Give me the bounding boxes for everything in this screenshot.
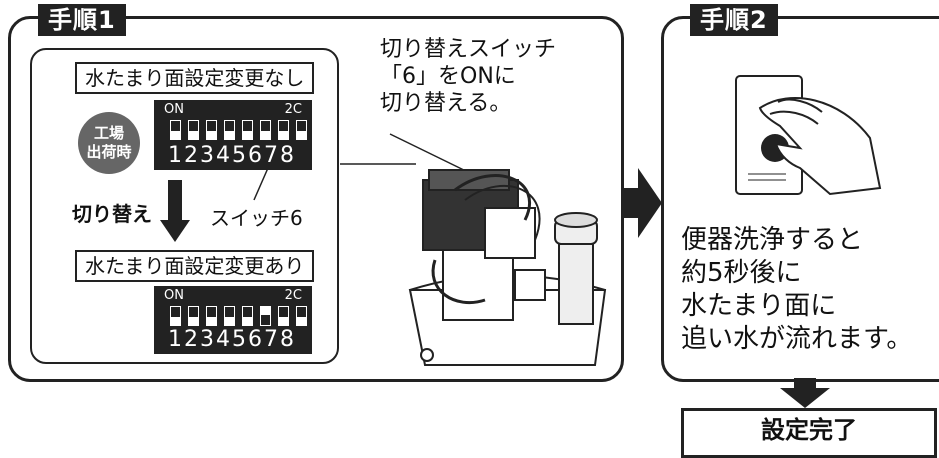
switch-8 [296,306,307,326]
dip-switch-after: ON 2C 12345678 [154,286,312,354]
completion-arrow-icon [780,378,830,408]
switch-8 [296,120,307,140]
switch-6-on [260,306,271,326]
remote-control-illustration [735,75,882,196]
step2-line-1: 便器洗浄すると [681,225,864,255]
setup-complete-box: 設定完了 [681,408,937,458]
dip-model-label: 2C [284,288,302,303]
down-arrow-icon [160,180,190,242]
switch-7 [278,306,289,326]
instruction-line-2: 「6」をONに [380,64,516,89]
step2-line-4: 追い水が流れます。 [681,324,913,354]
switch-3 [206,120,217,140]
callout-line [253,168,269,201]
switch-2 [188,306,199,326]
switch-1 [170,306,181,326]
switch6-callout: スイッチ6 [210,206,303,230]
switch-3 [206,306,217,326]
dip-numbers: 12345678 [168,327,296,352]
setup-complete-label: 設定完了 [761,416,857,444]
dip-switch-before: ON 2C 12345678 [154,100,312,170]
switch-5 [242,306,253,326]
instruction-line-1: 切り替えスイッチ [380,37,557,62]
switch-1 [170,120,181,140]
control-unit-illustration [408,169,607,366]
step1-tag: 手順1 [38,4,126,36]
switch-5 [242,120,253,140]
switch-4 [224,306,235,326]
dip-numbers: 12345678 [168,143,296,168]
dip-model-label: 2C [284,102,302,117]
factory-default-badge: 工場 出荷時 [78,112,140,174]
switch-6 [260,120,271,140]
step2-description: 便器洗浄すると 約5秒後に 水たまり面に 追い水が流れます。 [681,224,912,356]
step1-instruction: 切り替えスイッチ 「6」をONに 切り替える。 [380,36,556,117]
dip-on-label: ON [164,288,184,303]
device-leader-line [340,163,416,165]
after-label: 水たまり面設定変更あり [75,250,315,282]
instruction-line-3: 切り替える。 [380,91,512,116]
switch-word: 切り替え [72,202,152,226]
switch-2 [188,120,199,140]
switch-7 [278,120,289,140]
dip-on-label: ON [164,102,184,117]
step2-line-2: 約5秒後に [681,258,802,288]
badge-line-1: 工場 [93,124,124,142]
right-arrow-icon [622,168,662,238]
before-label: 水たまり面設定変更なし [75,62,315,94]
step2-line-3: 水たまり面に [681,291,837,321]
badge-line-2: 出荷時 [86,143,132,161]
step2-tag: 手順2 [690,4,778,36]
switch-4 [224,120,235,140]
instruction-leader-line [389,133,473,175]
